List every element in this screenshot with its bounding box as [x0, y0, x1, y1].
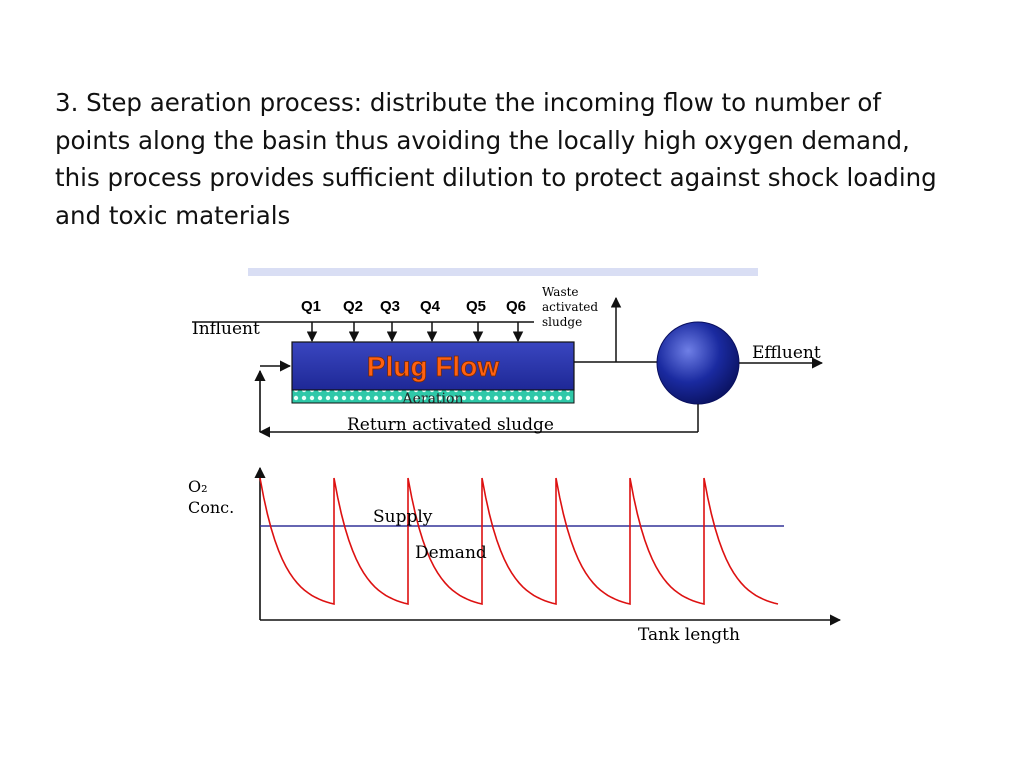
y-axis-label-line1: O₂ [188, 477, 208, 496]
oxygen-profile-graph: O₂ Conc. Supply Demand Tank length [188, 466, 842, 645]
aeration-diffusers [291, 389, 575, 404]
waste-label-3: sludge [542, 315, 582, 329]
effluent-label: Effluent [752, 343, 821, 363]
plug-flow-tank [291, 341, 575, 391]
tank-title: Plug Flow [367, 351, 499, 382]
demand-label: Demand [415, 543, 487, 563]
q5-label: Q5 [466, 298, 486, 315]
step-feed-labels: Q1 Q2 Q3 Q4 Q5 Q6 [301, 298, 526, 315]
secondary-clarifier [656, 321, 740, 405]
waste-label-1: Waste [542, 285, 579, 299]
slide-text: 3. Step aeration process: distribute the… [55, 88, 937, 230]
q1-label: Q1 [301, 298, 321, 315]
supply-label: Supply [373, 507, 433, 527]
influent-distribution: Influent [192, 319, 534, 343]
x-axis-label: Tank length [638, 625, 740, 645]
q2-label: Q2 [343, 298, 363, 315]
influent-label: Influent [192, 319, 260, 339]
y-axis-label-line2: Conc. [188, 498, 234, 517]
faded-header-band [248, 268, 758, 276]
q3-label: Q3 [380, 298, 400, 315]
return-sludge-loop: Return activated sludge [254, 360, 699, 438]
waste-label-2: activated [542, 300, 598, 314]
aeration-label: Aeration [402, 391, 464, 407]
q4-label: Q4 [420, 298, 441, 315]
return-sludge-label: Return activated sludge [347, 415, 554, 435]
waste-sludge: Waste activated sludge [542, 285, 622, 362]
demand-curve [259, 477, 779, 606]
step-aeration-diagram: Q1 Q2 Q3 Q4 Q5 Q6 Influent Waste activat… [188, 268, 842, 645]
step-aeration-figure: Q1 Q2 Q3 Q4 Q5 Q6 Influent Waste activat… [180, 266, 860, 666]
q6-label: Q6 [506, 298, 526, 315]
